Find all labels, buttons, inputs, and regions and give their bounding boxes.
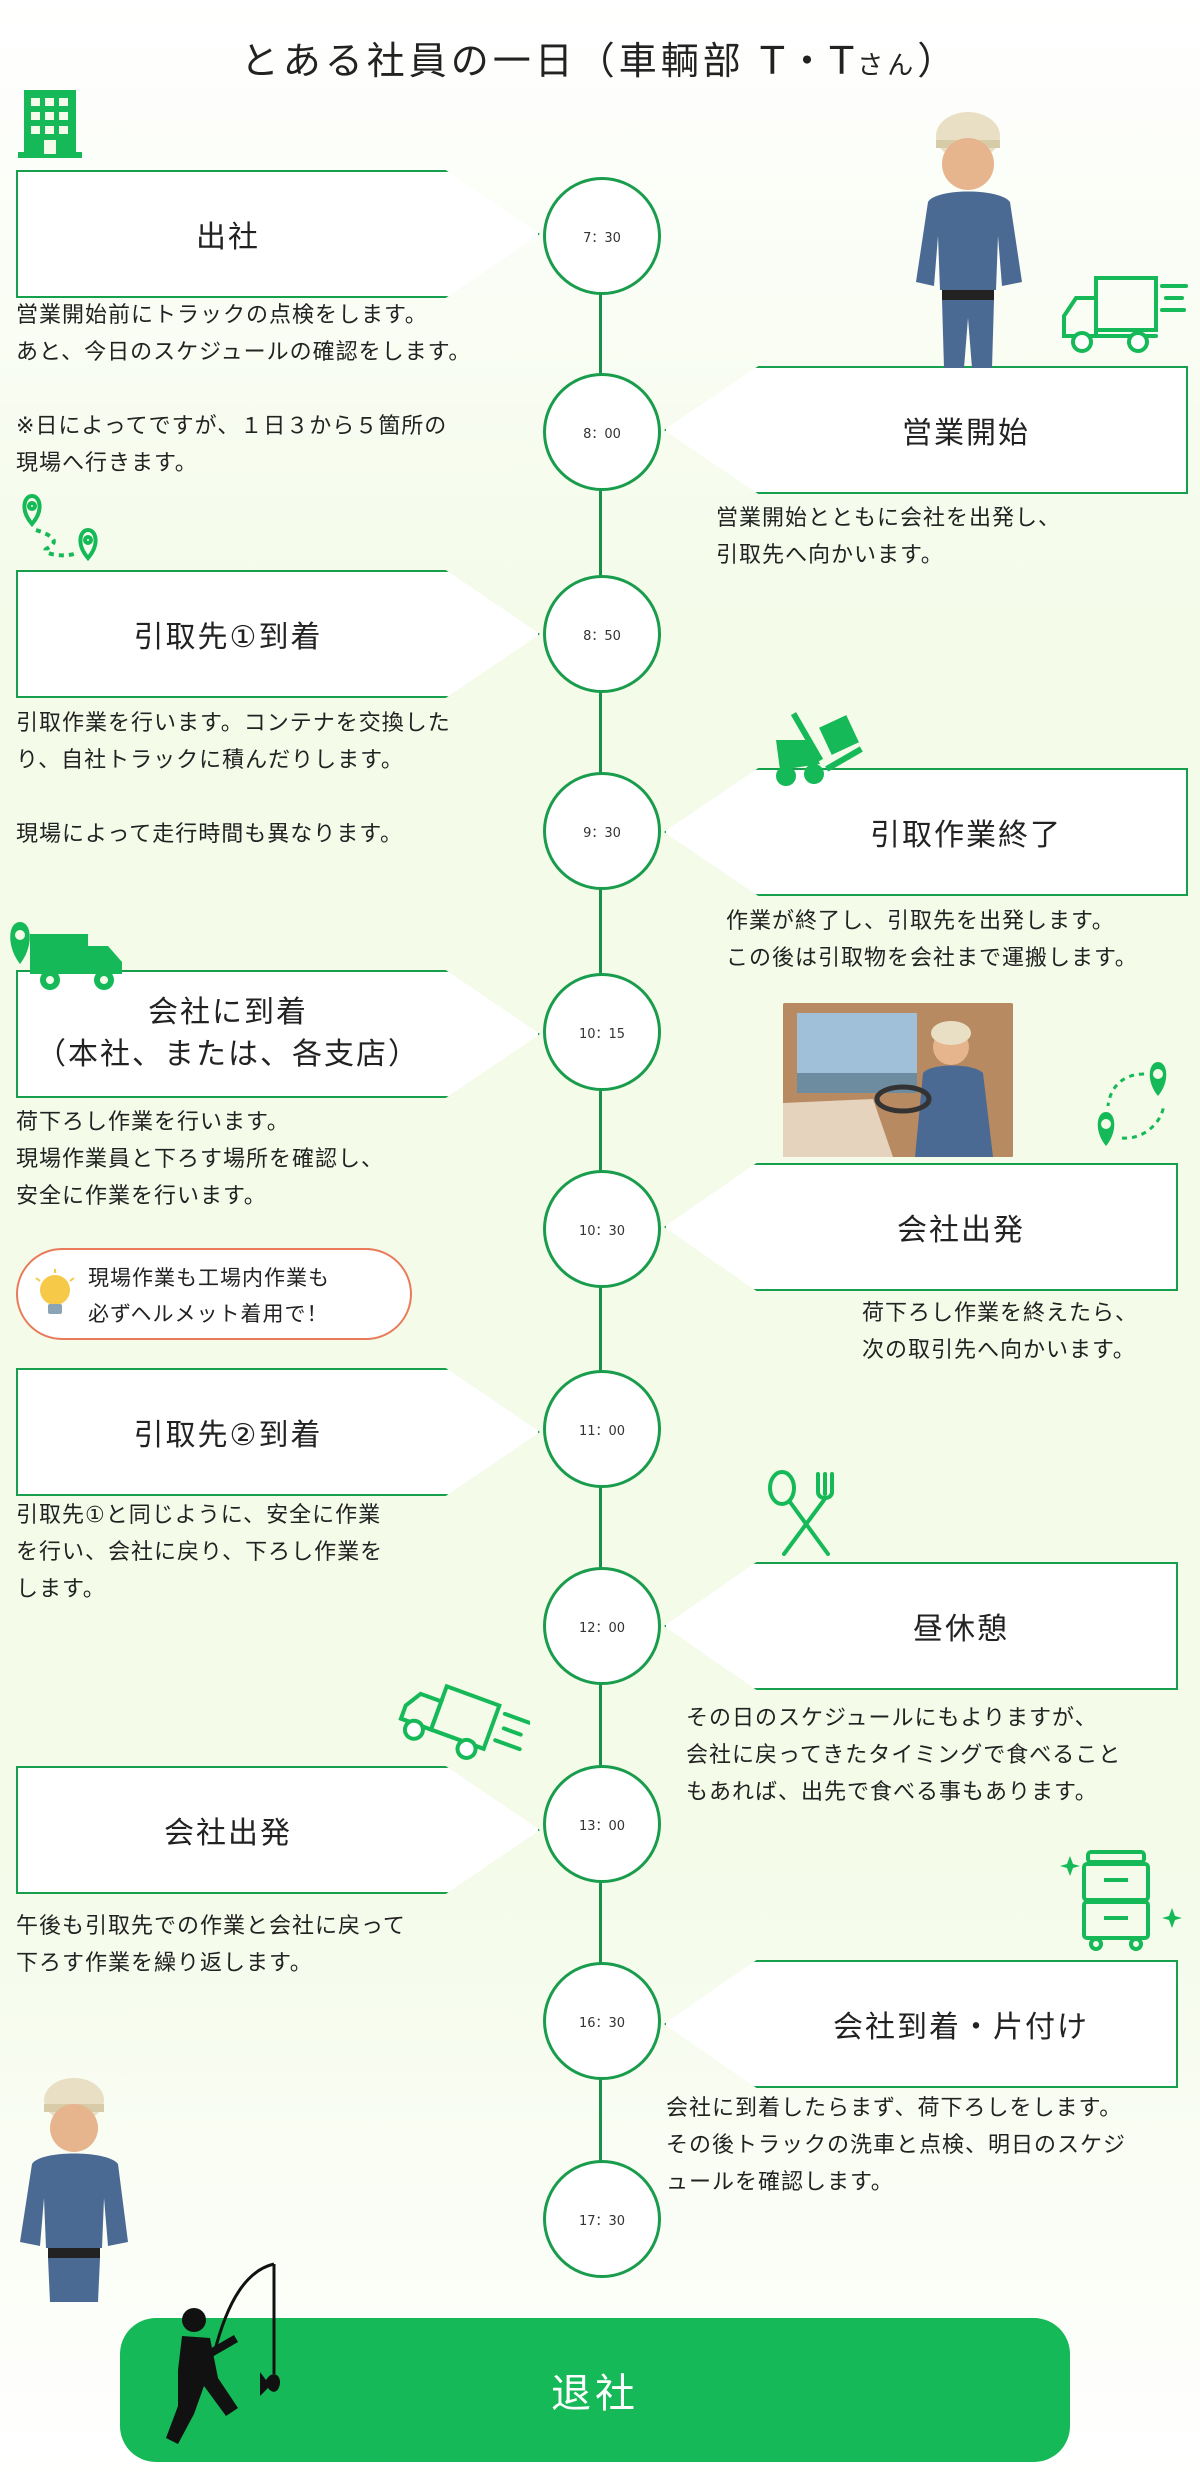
step-label: 引取先①到着 (133, 620, 323, 655)
driver-photo (783, 1003, 1013, 1157)
time-label: 13：00 (578, 1818, 626, 1834)
truck-pin-icon (10, 922, 122, 990)
worker-illustration (20, 2078, 128, 2302)
time-label: 17：30 (578, 2213, 626, 2229)
time-label: 12：00 (578, 1620, 626, 1636)
time-circle: 8：50 (543, 575, 661, 693)
step-description: その日のスケジュールにもよりますが、 会社に戻ってきたタイミングで食べること も… (686, 1706, 1122, 1805)
step-label: 会社到着・片付け (833, 2010, 1089, 2045)
title-suffix: さん (857, 51, 918, 81)
step-description: 荷下ろし作業を終えたら、 次の取引先へ向かいます。 (862, 1301, 1139, 1363)
time-label: 9：30 (583, 825, 621, 841)
finish-banner: 退社 (120, 2318, 1070, 2462)
step-label-box: 引取先②到着 (16, 1368, 540, 1496)
step-label: 会社に到着 （本社、または、各支店） (36, 995, 420, 1072)
time-circle: 16：30 (543, 1962, 661, 2080)
step-label-box: 昼休憩 (664, 1562, 1178, 1690)
step-description: 荷下ろし作業を行います。 現場作業員と下ろす場所を確認し、 安全に作業を行います… (16, 1110, 385, 1209)
step-label: 昼休憩 (913, 1612, 1009, 1647)
route-map-icon (1097, 1062, 1167, 1146)
title-main: とある社員の一日（車輌部 T・T (240, 39, 858, 83)
time-circle: 7：30 (543, 177, 661, 295)
step-label: 出社 (196, 220, 260, 255)
step-label-box: 会社出発 (16, 1766, 540, 1894)
delivery-truck-icon (1062, 276, 1188, 353)
step-description: 引取作業を行います。コンテナを交換した り、自社トラックに積んだりします。 現場… (16, 711, 451, 847)
step-label: 引取作業終了 (870, 818, 1062, 853)
time-circle: 17：30 (543, 2160, 661, 2278)
step-label: 引取先②到着 (133, 1418, 323, 1453)
step-description: 引取先①と同じように、安全に作業 を行い、会社に戻り、下ろし作業を します。 (16, 1503, 384, 1602)
step-description: 作業が終了し、引取先を出発します。 この後は引取物を会社まで運搬します。 (726, 909, 1138, 971)
finish-label: 退社 (551, 2371, 639, 2417)
title-close: ） (917, 39, 960, 83)
step-description: 午後も引取先での作業と会社に戻って 下ろす作業を繰り返します。 (16, 1914, 406, 1976)
forklift-icon (776, 712, 863, 786)
time-circle: 8：00 (543, 373, 661, 491)
step-label-box: 営業開始 (664, 366, 1188, 494)
moving-truck-icon (398, 1683, 530, 1760)
step-description: 会社に到着したらまず、荷下ろしをします。 その後トラックの洗車と点検、明日のスケ… (666, 2096, 1127, 2195)
time-circle: 10：15 (543, 973, 661, 1091)
safety-tip-box: 現場作業も工場内作業も 必ずヘルメット着用で！ (16, 1248, 412, 1340)
step-label: 会社出発 (164, 1816, 292, 1851)
step-label-box: 会社に到着 （本社、または、各支店） (16, 970, 540, 1098)
time-label: 16：30 (578, 2015, 626, 2031)
time-circle: 11：00 (543, 1370, 661, 1488)
fishing-icon (166, 2262, 280, 2444)
fork-spoon-icon (768, 1470, 834, 1556)
time-circle: 12：00 (543, 1567, 661, 1685)
time-label: 10：15 (578, 1026, 626, 1042)
dumpster-icon (1060, 1850, 1182, 1951)
time-label: 8：50 (583, 628, 621, 644)
time-circle: 10：30 (543, 1170, 661, 1288)
step-label: 会社出発 (897, 1213, 1025, 1248)
step-label: 営業開始 (902, 416, 1030, 451)
page-title: とある社員の一日（車輌部 T・Tさん） (0, 30, 1200, 85)
safety-tip-text: 現場作業も工場内作業も 必ずヘルメット着用で！ (88, 1266, 330, 1326)
time-label: 11：00 (578, 1423, 626, 1439)
worker-illustration (916, 112, 1022, 368)
time-circle: 13：00 (543, 1765, 661, 1883)
building-icon (18, 90, 82, 158)
route-pin-icon (22, 494, 98, 562)
step-description: 営業開始とともに会社を出発し、 引取先へ向かいます。 (716, 506, 1062, 568)
time-label: 8：00 (583, 426, 621, 442)
step-label-box: 出社 (16, 170, 540, 298)
step-label-box: 引取先①到着 (16, 570, 540, 698)
step-description: 営業開始前にトラックの点検をします。 あと、今日のスケジュールの確認をします。 … (16, 303, 472, 476)
time-circle: 9：30 (543, 772, 661, 890)
step-label-box: 会社到着・片付け (664, 1960, 1178, 2088)
step-label-box: 会社出発 (664, 1163, 1178, 1291)
step-label-box: 引取作業終了 (664, 768, 1188, 896)
time-label: 7：30 (583, 230, 621, 246)
driver-photo-illustration (783, 1003, 1013, 1157)
lightbulb-icon (35, 1269, 75, 1314)
time-label: 10：30 (578, 1223, 626, 1239)
